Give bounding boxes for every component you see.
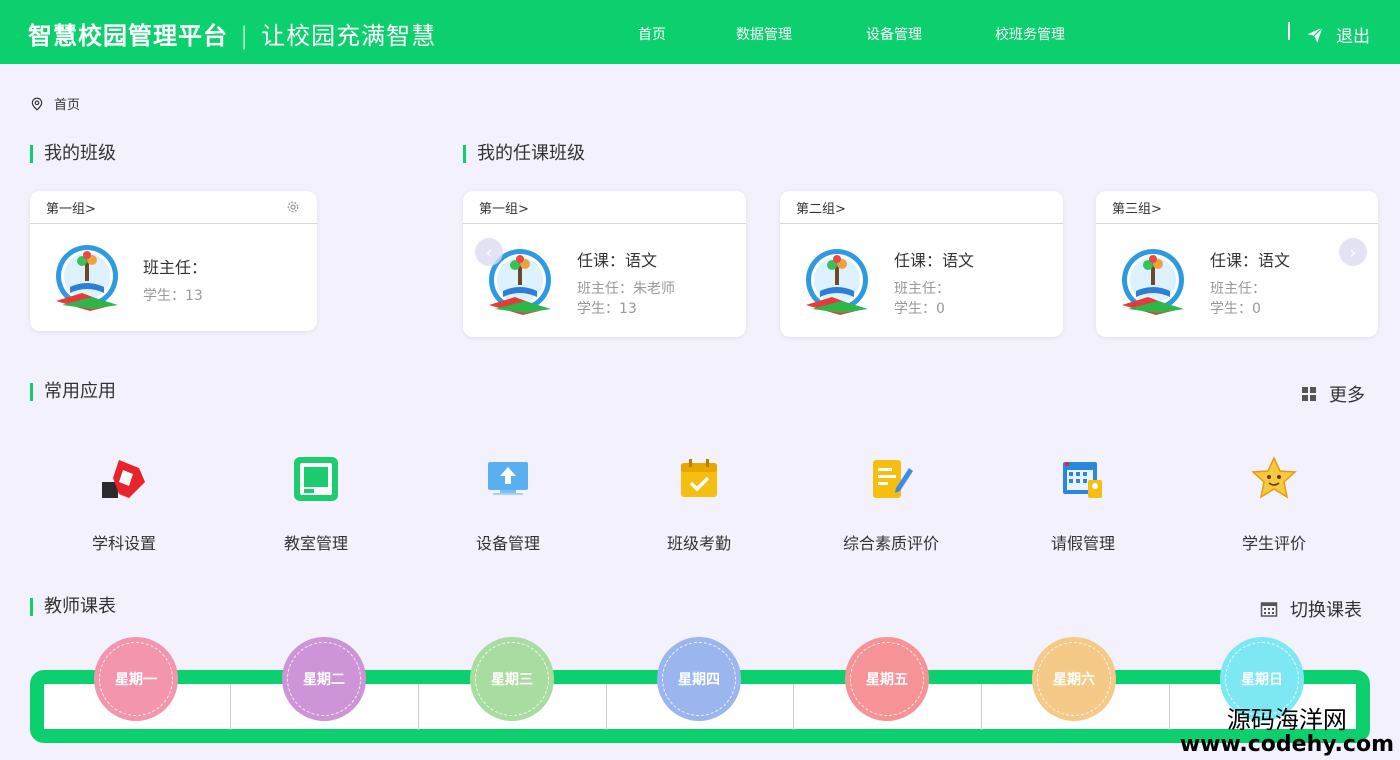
common-apps-title: 常用应用 [30, 383, 116, 401]
subject: 任课：语文 [577, 251, 658, 270]
switch-timetable-button[interactable]: 切换课表 [1260, 596, 1362, 622]
teaching-class-card[interactable]: 第二组> 任课：语文 班主任： 学生：0 [780, 191, 1063, 337]
teaching-class-card[interactable]: 第三组> 任课：语文 班主任： 学生：0 [1096, 191, 1378, 337]
app-label: 学生评价 [1241, 534, 1306, 553]
my-class-card[interactable]: 第一组> 班主任： 学生：13 [30, 191, 317, 331]
switch-timetable-label: 切换课表 [1290, 600, 1362, 621]
student-count: 学生：13 [143, 288, 203, 304]
school-logo-icon [806, 249, 868, 315]
day-wednesday[interactable]: 星期三 [470, 637, 554, 721]
day-sunday[interactable]: 星期日 [1220, 637, 1304, 721]
app-device-management[interactable]: 设备管理 [438, 454, 578, 554]
more-apps-button[interactable]: 更多 [1301, 381, 1365, 407]
app-leave-management[interactable]: 请假管理 [1013, 454, 1153, 554]
more-label: 更多 [1329, 385, 1365, 406]
app-label: 班级考勤 [666, 534, 731, 553]
head-teacher: 班主任：朱老师 [577, 281, 675, 297]
day-tuesday[interactable]: 星期二 [282, 637, 366, 721]
nav-divider [1288, 22, 1290, 40]
location-pin-icon [31, 97, 43, 111]
class-info: 任课：语文 班主任： 学生：0 [1210, 247, 1290, 319]
leave-calendar-icon [1063, 462, 1102, 498]
brand: 智慧校园管理平台 | 让校园充满智慧 [28, 16, 436, 51]
column-divider [793, 684, 794, 730]
quality-evaluation-icon [873, 460, 913, 498]
grid-icon [1302, 387, 1316, 401]
school-logo-icon [489, 249, 551, 315]
timetable-title: 教师课表 [30, 598, 116, 616]
column-divider [418, 684, 419, 730]
column-divider [230, 684, 231, 730]
app-label: 综合素质评价 [842, 534, 939, 553]
app-subject-settings[interactable]: 学科设置 [54, 454, 194, 554]
group-link[interactable]: 第一组> [479, 201, 529, 217]
calendar-icon [1260, 602, 1278, 617]
classroom-icon [294, 457, 338, 501]
title-separator: | [240, 22, 250, 50]
group-link[interactable]: 第一组> [46, 201, 96, 217]
class-info: 任课：语文 班主任：朱老师 学生：13 [577, 247, 675, 319]
carousel-next-button[interactable]: › [1339, 238, 1367, 266]
group-link[interactable]: 第三组> [1112, 201, 1162, 217]
app-class-attendance[interactable]: 班级考勤 [629, 454, 769, 554]
column-divider [606, 684, 607, 730]
class-info: 班主任： 学生：13 [143, 254, 207, 306]
subject: 任课：语文 [1210, 251, 1291, 270]
gear-icon[interactable] [285, 199, 301, 215]
carousel-prev-button[interactable]: ‹ [475, 238, 503, 266]
card-header: 第一组> [463, 191, 746, 224]
device-upload-icon [488, 462, 528, 495]
nav-home[interactable]: 首页 [638, 27, 666, 43]
day-thursday[interactable]: 星期四 [657, 637, 741, 721]
card-header: 第二组> [780, 191, 1063, 224]
watermark-name: 源码海洋网 [1226, 705, 1347, 734]
teaching-class-card[interactable]: 第一组> 任课：语文 班主任：朱老师 学生：13 [463, 191, 746, 337]
day-saturday[interactable]: 星期六 [1032, 637, 1116, 721]
attendance-icon [681, 459, 717, 497]
column-divider [981, 684, 982, 730]
student-count: 学生：13 [577, 301, 637, 317]
school-logo-icon [1122, 249, 1184, 315]
breadcrumb: 首页 [30, 94, 80, 113]
head-teacher: 班主任： [894, 281, 950, 297]
teaching-classes-title: 我的任课班级 [463, 145, 585, 163]
nav-data-management[interactable]: 数据管理 [736, 27, 792, 43]
logout-button[interactable]: 退出 [1306, 22, 1370, 47]
student-count: 学生：0 [1210, 301, 1261, 317]
app-label: 设备管理 [475, 534, 540, 553]
app-label: 请假管理 [1050, 534, 1115, 553]
my-class-title: 我的班级 [30, 145, 116, 163]
nav-class-affairs[interactable]: 校班务管理 [995, 27, 1065, 43]
nav-device-management[interactable]: 设备管理 [866, 27, 922, 43]
app-label: 教室管理 [283, 534, 348, 553]
chevron-right-icon: › [1349, 242, 1357, 262]
watermark-url: www.codehy.com [1179, 731, 1394, 757]
column-divider [1169, 684, 1170, 730]
app-quality-evaluation[interactable]: 综合素质评价 [821, 454, 961, 554]
school-logo-icon [56, 245, 118, 311]
card-header: 第三组> [1096, 191, 1378, 224]
head-teacher: 班主任： [143, 258, 208, 277]
logout-label: 退出 [1336, 27, 1370, 47]
app-classroom-management[interactable]: 教室管理 [246, 454, 386, 554]
day-monday[interactable]: 星期一 [94, 637, 178, 721]
group-link[interactable]: 第二组> [796, 201, 846, 217]
top-bar: 智慧校园管理平台 | 让校园充满智慧 首页 数据管理 设备管理 校班务管理 退出 [0, 0, 1400, 64]
app-student-evaluation[interactable]: 学生评价 [1204, 454, 1344, 554]
app-slogan: 让校园充满智慧 [261, 22, 437, 50]
student-count: 学生：0 [894, 301, 945, 317]
watermark: 源码海洋网 www.codehy.com [1179, 705, 1394, 757]
chevron-left-icon: ‹ [485, 242, 493, 262]
app-title: 智慧校园管理平台 [28, 22, 228, 50]
subject-settings-icon [102, 460, 145, 498]
send-icon [1307, 26, 1323, 42]
class-info: 任课：语文 班主任： 学生：0 [894, 247, 974, 319]
breadcrumb-home[interactable]: 首页 [54, 98, 81, 113]
day-friday[interactable]: 星期五 [845, 637, 929, 721]
card-header: 第一组> [30, 191, 317, 224]
head-teacher: 班主任： [1210, 281, 1266, 297]
app-label: 学科设置 [91, 534, 156, 553]
star-icon [1251, 456, 1297, 499]
subject: 任课：语文 [894, 251, 975, 270]
